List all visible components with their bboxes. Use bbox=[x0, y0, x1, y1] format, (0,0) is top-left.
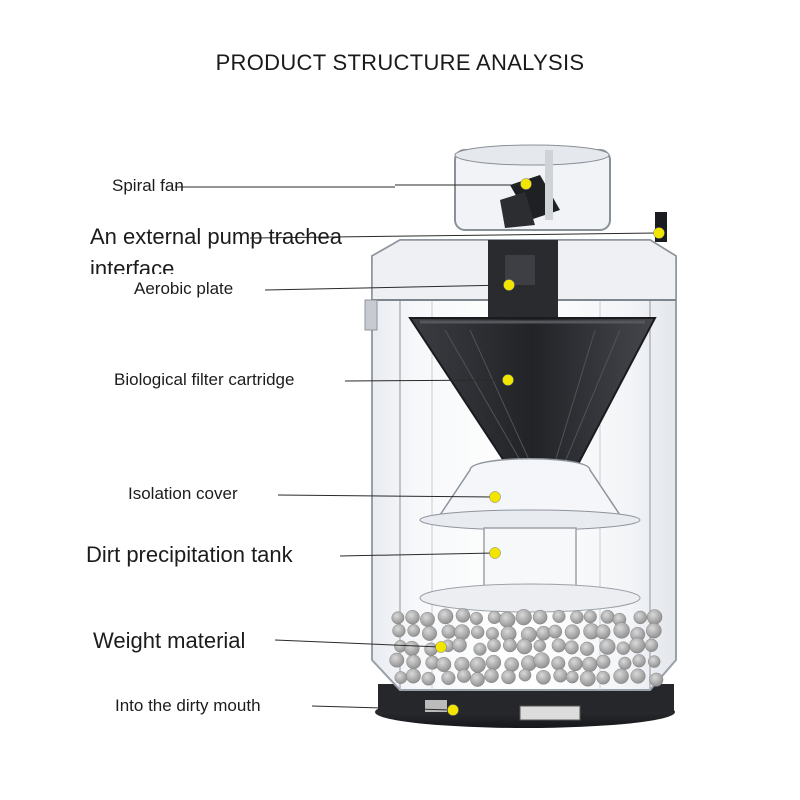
label-spiral-fan: Spiral fan bbox=[112, 176, 184, 196]
pebble bbox=[566, 671, 578, 683]
pebble bbox=[505, 658, 519, 672]
pebble bbox=[552, 639, 566, 653]
pebble bbox=[474, 643, 487, 656]
pebble bbox=[488, 611, 501, 624]
pebble bbox=[629, 638, 645, 654]
pebble bbox=[486, 655, 501, 670]
pebble bbox=[580, 642, 594, 656]
marker-isolation-cover bbox=[490, 492, 501, 503]
pebble bbox=[503, 639, 516, 652]
pebble bbox=[454, 625, 469, 640]
pebble bbox=[438, 609, 453, 624]
pebble bbox=[569, 657, 583, 671]
marker-weight-material bbox=[436, 642, 447, 653]
pebble bbox=[436, 657, 451, 672]
label-aerobic-plate: Aerobic plate bbox=[134, 279, 233, 299]
pebble bbox=[393, 624, 406, 637]
pebble bbox=[470, 657, 486, 673]
pebble bbox=[422, 672, 435, 685]
pebble bbox=[392, 612, 404, 624]
pebble bbox=[442, 625, 456, 639]
pebble bbox=[470, 672, 484, 686]
pebble bbox=[548, 625, 561, 638]
pebble bbox=[408, 624, 420, 636]
label-weight-material: Weight material bbox=[93, 628, 245, 654]
label-dirty-mouth: Into the dirty mouth bbox=[115, 696, 261, 716]
pebble bbox=[533, 610, 547, 624]
pebble bbox=[600, 639, 616, 655]
marker-aerobic-plate bbox=[504, 280, 515, 291]
pebble bbox=[584, 610, 597, 623]
pebble bbox=[601, 610, 614, 623]
pebble bbox=[487, 639, 500, 652]
pebble bbox=[502, 670, 516, 684]
pebble bbox=[565, 641, 579, 655]
pebble bbox=[614, 669, 629, 684]
pebble bbox=[486, 627, 499, 640]
pebble bbox=[420, 612, 434, 626]
pebble bbox=[406, 669, 421, 684]
label-pump-interface-line2: interface bbox=[90, 256, 174, 274]
pebble bbox=[645, 639, 658, 652]
pebble bbox=[471, 626, 484, 639]
pebble bbox=[390, 653, 404, 667]
marker-dirt-tank bbox=[490, 548, 501, 559]
pebble bbox=[407, 655, 421, 669]
pebble bbox=[553, 610, 566, 623]
pebble bbox=[442, 671, 456, 685]
pebble bbox=[552, 657, 566, 671]
pebble bbox=[650, 673, 664, 687]
pebble bbox=[405, 641, 420, 656]
pebble bbox=[634, 611, 647, 624]
pebble bbox=[614, 622, 630, 638]
marker-spiral-fan bbox=[521, 179, 532, 190]
pebble bbox=[582, 657, 597, 672]
pebble bbox=[425, 643, 438, 656]
pebble bbox=[534, 640, 546, 652]
pebble bbox=[633, 654, 646, 667]
pebble bbox=[647, 610, 662, 625]
pebble bbox=[597, 671, 610, 684]
pebble bbox=[580, 671, 595, 686]
label-dirt-tank: Dirt precipitation tank bbox=[86, 542, 293, 568]
pebble bbox=[519, 669, 531, 681]
pebble bbox=[457, 669, 470, 682]
marker-dirty-mouth bbox=[448, 705, 459, 716]
pebble bbox=[485, 669, 499, 683]
pebble bbox=[619, 657, 632, 670]
marker-bio-filter bbox=[503, 375, 514, 386]
marker-pump-interface bbox=[654, 228, 665, 239]
pebble bbox=[570, 611, 583, 624]
pebble bbox=[499, 612, 515, 628]
weight-material-pebbles bbox=[390, 608, 664, 686]
label-pump-interface-line1: An external pump trachea bbox=[90, 224, 342, 250]
pebble bbox=[470, 612, 483, 625]
pebble bbox=[517, 639, 532, 654]
label-bio-filter: Biological filter cartridge bbox=[114, 370, 294, 390]
pebble bbox=[534, 653, 550, 669]
pebble bbox=[596, 655, 610, 669]
pebble bbox=[646, 623, 661, 638]
pebble bbox=[554, 669, 568, 683]
pebble bbox=[456, 608, 470, 622]
pebble bbox=[452, 638, 466, 652]
pebble bbox=[631, 669, 646, 684]
pebble bbox=[536, 670, 550, 684]
pebble bbox=[648, 656, 660, 668]
pebble bbox=[406, 610, 420, 624]
pebble bbox=[516, 609, 532, 625]
pebble bbox=[565, 625, 580, 640]
spiral-fan-housing bbox=[455, 145, 667, 242]
pebble bbox=[617, 642, 630, 655]
pebble bbox=[395, 672, 407, 684]
pebble bbox=[596, 625, 610, 639]
pebble bbox=[422, 626, 437, 641]
label-isolation-cover: Isolation cover bbox=[128, 484, 238, 504]
